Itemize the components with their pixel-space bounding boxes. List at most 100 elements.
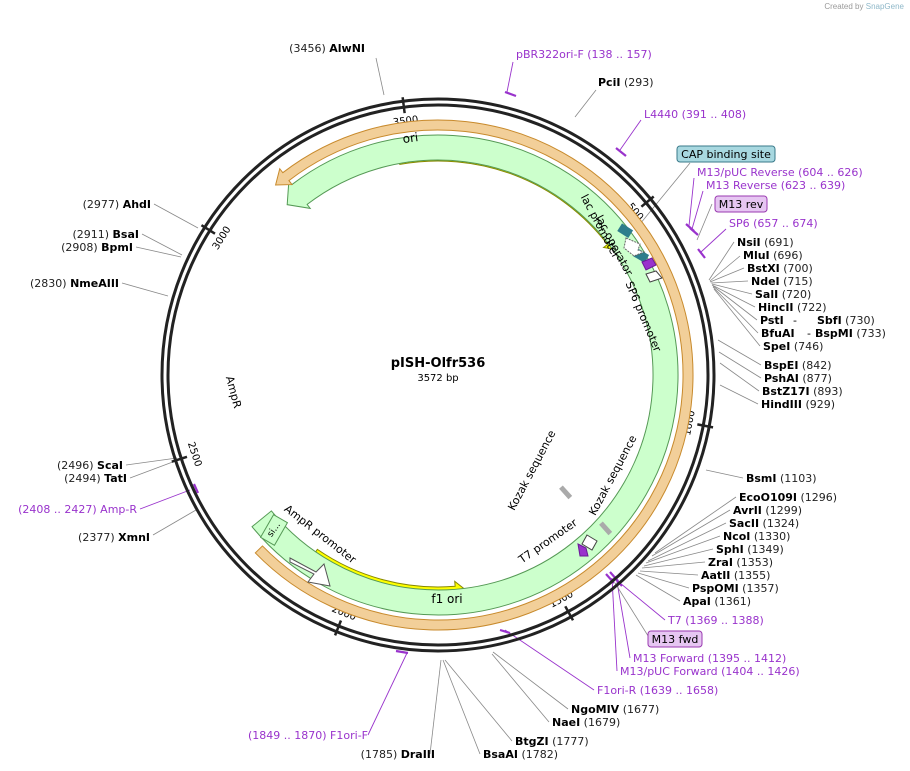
enzyme-leader-20 [647, 522, 727, 562]
plasmid-length: 3572 bp [417, 373, 458, 384]
backbone-outer-ring [160, 97, 716, 653]
primer-label-1: L4440 (391 .. 408) [644, 108, 746, 121]
enzyme-separator-2: - [807, 327, 811, 340]
backbone-tick-label-2500: 2500 [185, 441, 203, 469]
primer-tick-0 [504, 90, 517, 98]
enzyme-label-20: SacII (1324) [729, 517, 799, 530]
feature-arrows [251, 119, 694, 631]
backbone-tick-label-3000: 3000 [211, 225, 234, 252]
primer-label-6: M13 Forward (1395 .. 1412) [633, 652, 786, 665]
enzyme-leader-14 [718, 351, 762, 379]
primer-leader-2 [688, 177, 695, 227]
lac-promoter-arrow [623, 237, 646, 257]
enzyme-label-23: ZraI (1353) [708, 556, 773, 569]
enzyme-label-3: MluI (696) [743, 249, 803, 262]
primer-tick-6 [609, 571, 619, 582]
enzyme-label-33: (2494) TatI [64, 472, 127, 485]
enzyme-leader-35 [121, 282, 169, 297]
enzyme-label-15: BstZ17I (893) [762, 385, 843, 398]
enzyme-label-36: (2908) BpmI [61, 241, 133, 254]
enzyme-label-29: BtgZI (1777) [515, 735, 589, 748]
backbone-tick-3000 [200, 224, 216, 235]
enzyme-leader-5 [710, 280, 749, 284]
enzyme-label-10: BfuAI [761, 327, 795, 340]
enzyme-leader-36 [135, 246, 182, 258]
primer-leader-0 [506, 61, 514, 93]
t7-promoter-arrow [581, 534, 598, 551]
primer-tick-8 [499, 628, 511, 635]
enzyme-label-30: BsaAI (1782) [483, 748, 558, 761]
enzyme-separator-1: - [793, 314, 797, 327]
backbone-tick-500 [640, 195, 655, 208]
primer-tick-10 [192, 483, 200, 494]
primer-label-2: M13/pUC Reverse (604 .. 626) [697, 166, 863, 179]
boxed-label-bg-0 [676, 145, 776, 163]
cap-site-block [617, 223, 634, 238]
enzyme-leader-34 [125, 457, 178, 466]
backbone-tick-2000 [333, 620, 343, 636]
enzyme-leader-24 [639, 570, 699, 576]
ampr-signal-box [259, 514, 289, 546]
enzyme-label-24: AatII (1355) [701, 569, 770, 582]
enzyme-label-0: (3456) AlwNI [289, 42, 365, 55]
enzyme-leader-6 [711, 283, 753, 295]
enzyme-label-25: PspOMI (1357) [692, 582, 779, 595]
enzyme-leader-1 [574, 89, 597, 118]
enzyme-leader-0 [375, 57, 385, 96]
enzyme-label-26: ApaI (1361) [683, 595, 751, 608]
primer-label-0: pBR322ori-F (138 .. 157) [516, 48, 652, 61]
enzyme-leader-26 [635, 574, 681, 602]
enzyme-leader-21 [645, 535, 721, 564]
enzyme-label-8: PstI [760, 314, 784, 327]
enzyme-leader-32 [152, 509, 197, 536]
primer-label-5: T7 (1369 .. 1388) [667, 614, 764, 627]
boxed-leader-2 [614, 582, 651, 640]
enzyme-leader-25 [637, 572, 690, 589]
enzyme-label-2: NsiI (691) [737, 236, 794, 249]
boxed-leader-1 [696, 203, 713, 241]
enzyme-leader-2 [708, 241, 735, 281]
primer-leader-4 [700, 228, 727, 253]
enzyme-label-1: PciI (293) [598, 76, 654, 89]
enzyme-leader-4 [709, 267, 745, 283]
inner-label-3: Kozak sequence [505, 428, 558, 513]
enzyme-leader-28 [491, 653, 550, 723]
primer-tick-3 [689, 227, 699, 236]
backbone-tick-1000 [697, 423, 714, 429]
enzyme-label-9: SbfI (730) [817, 314, 875, 327]
enzyme-label-11: BspMI (733) [815, 327, 886, 340]
enzyme-label-18: EcoO109I (1296) [739, 491, 837, 504]
enzyme-leader-10 [712, 286, 759, 334]
sp6-primer-mark [641, 257, 657, 271]
primer-leader-3 [691, 190, 704, 230]
feature-ampr-orange [254, 119, 694, 631]
credit-prefix: Created by [824, 2, 864, 11]
plasmid-name: pISH-Olfr536 [391, 356, 486, 371]
credit-brand: SnapGene [865, 2, 904, 11]
enzyme-label-7: HincII (722) [758, 301, 827, 314]
boxed-label-1: M13 rev [719, 198, 764, 211]
enzyme-leader-27 [492, 651, 569, 710]
enzyme-label-16: HindIII (929) [761, 398, 835, 411]
enzyme-leader-37 [141, 233, 183, 256]
enzyme-label-27: NgoMIV (1677) [571, 703, 659, 716]
enzyme-leader-31 [429, 659, 442, 755]
primer-label-7: M13/pUC Forward (1404 .. 1426) [620, 665, 800, 678]
enzyme-leader-7 [711, 284, 756, 308]
t7-primer-mark [577, 543, 589, 557]
enzyme-leader-13 [717, 339, 762, 366]
enzyme-leader-29 [444, 659, 513, 742]
enzyme-label-22: SphI (1349) [716, 543, 784, 556]
backbone-tick-1500 [564, 605, 575, 621]
primer-label-4: SP6 (657 .. 674) [729, 217, 818, 230]
sp6-promoter-arrow [645, 270, 663, 283]
primer-leader-7 [611, 577, 618, 672]
primer-tick-4 [697, 248, 706, 259]
feature-label-f1-ori: f1 ori [431, 592, 462, 606]
enzyme-label-37: (2911) BsaI [72, 228, 139, 241]
kozak-block-2 [599, 521, 613, 536]
enzyme-label-14: PshAI (877) [764, 372, 832, 385]
enzyme-label-19: AvrII (1299) [733, 504, 802, 517]
primer-leader-5 [619, 582, 666, 621]
